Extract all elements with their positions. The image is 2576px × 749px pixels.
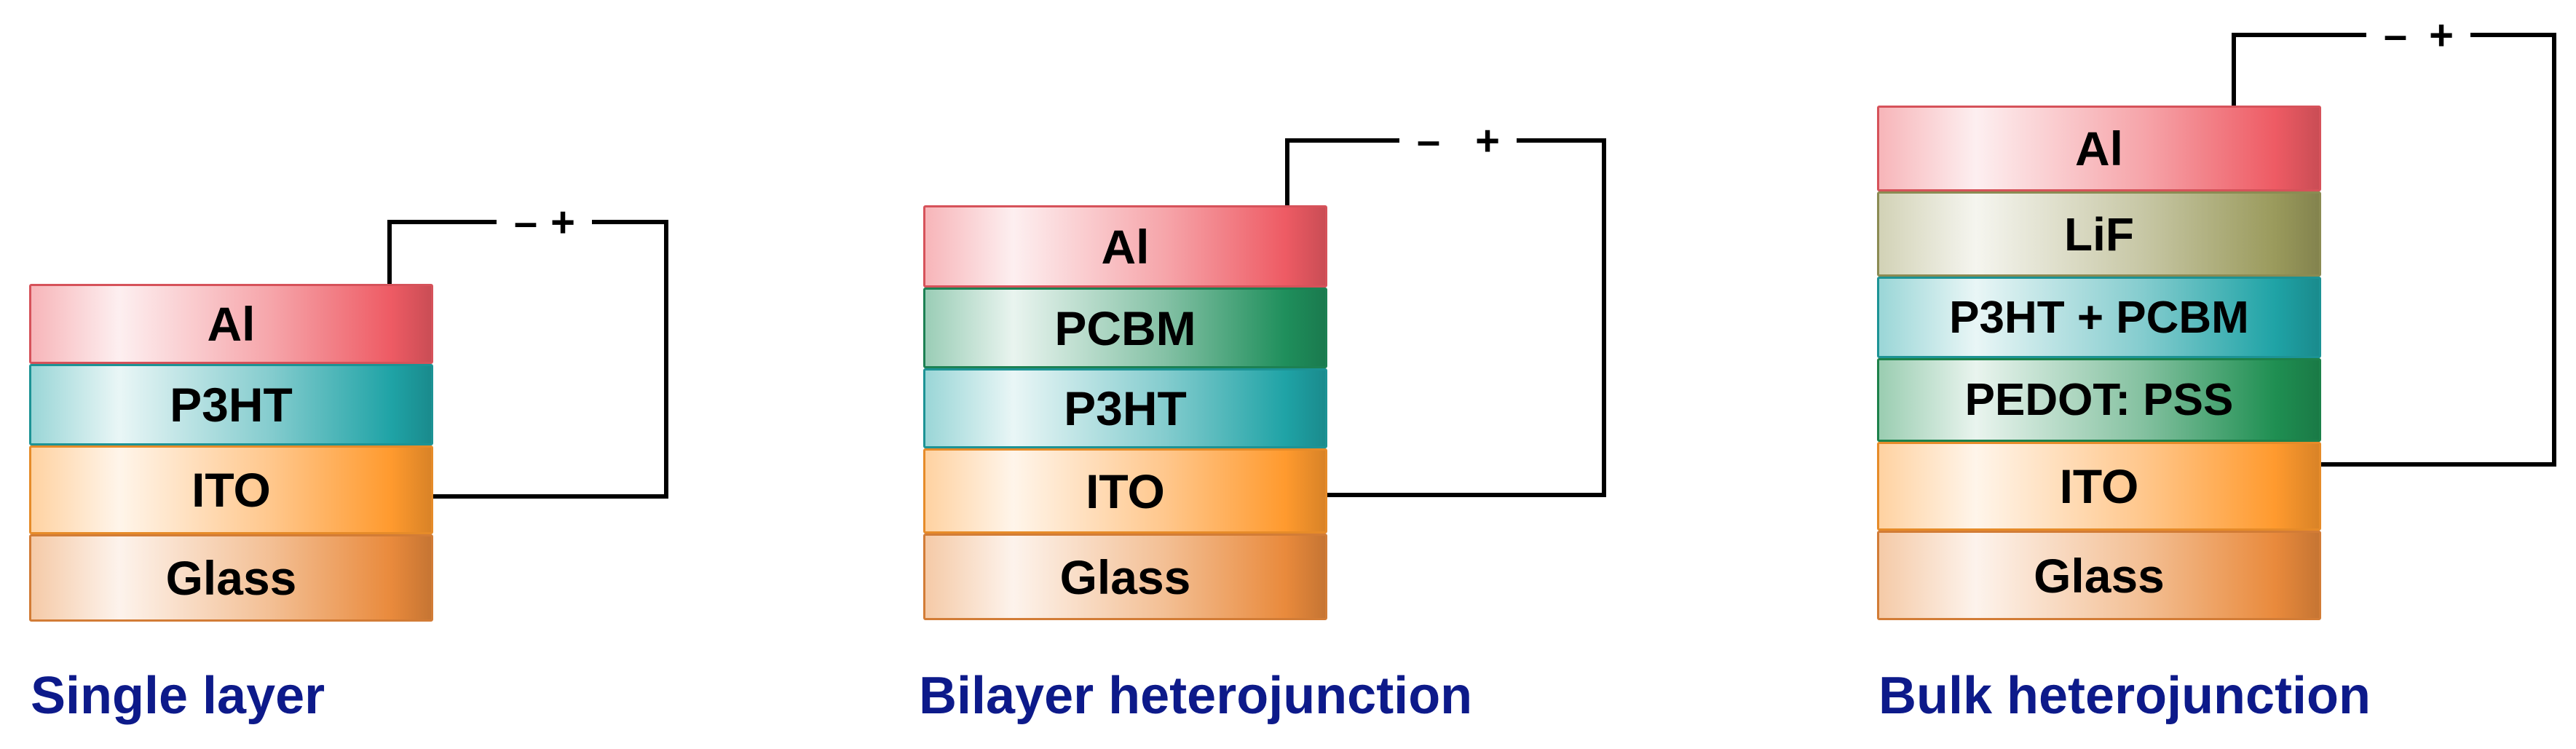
layer-ito: ITO	[29, 445, 433, 534]
layer-p3ht: P3HT	[29, 364, 433, 445]
layer-pedot-pss: PEDOT: PSS	[1877, 358, 2321, 442]
polarity-plus-sign: +	[550, 199, 575, 246]
polarity-plus-sign: +	[2429, 12, 2454, 59]
layer-al: Al	[29, 284, 433, 364]
layer-ito: ITO	[923, 448, 1327, 534]
caption-single-layer: Single layer	[31, 667, 325, 725]
device-bilayer-heterojunction: Al PCBM P3HT ITO Glass	[923, 205, 1327, 620]
wire-segment-1-0	[1285, 138, 1399, 205]
device-single-layer: Al P3HT ITO Glass	[29, 284, 433, 622]
wire-segment-0-1	[433, 220, 668, 499]
caption-bilayer-heterojunction: Bilayer heterojunction	[919, 667, 1473, 725]
wire-segment-0-0	[387, 220, 497, 284]
polarity-minus-sign: –	[514, 199, 537, 246]
polarity-minus-sign: –	[2384, 12, 2407, 59]
layer-ito: ITO	[1877, 442, 2321, 531]
wire-segment-2-1	[2321, 33, 2556, 467]
layer-glass: Glass	[29, 534, 433, 622]
device-bulk-heterojunction: Al LiF P3HT + PCBM PEDOT: PSS ITO Glass	[1877, 106, 2321, 620]
layer-p3ht-pcbm: P3HT + PCBM	[1877, 277, 2321, 358]
layer-glass: Glass	[1877, 531, 2321, 620]
polarity-minus-sign: –	[1417, 117, 1440, 165]
polarity-plus-sign: +	[1475, 117, 1500, 165]
layer-al: Al	[1877, 106, 2321, 191]
caption-bulk-heterojunction: Bulk heterojunction	[1878, 667, 2371, 725]
wire-segment-1-1	[1327, 138, 1606, 497]
layer-lif: LiF	[1877, 191, 2321, 277]
layer-al: Al	[923, 205, 1327, 288]
layer-pcbm: PCBM	[923, 288, 1327, 368]
layer-glass: Glass	[923, 534, 1327, 620]
wire-segment-2-0	[2232, 33, 2366, 106]
layer-p3ht: P3HT	[923, 368, 1327, 448]
